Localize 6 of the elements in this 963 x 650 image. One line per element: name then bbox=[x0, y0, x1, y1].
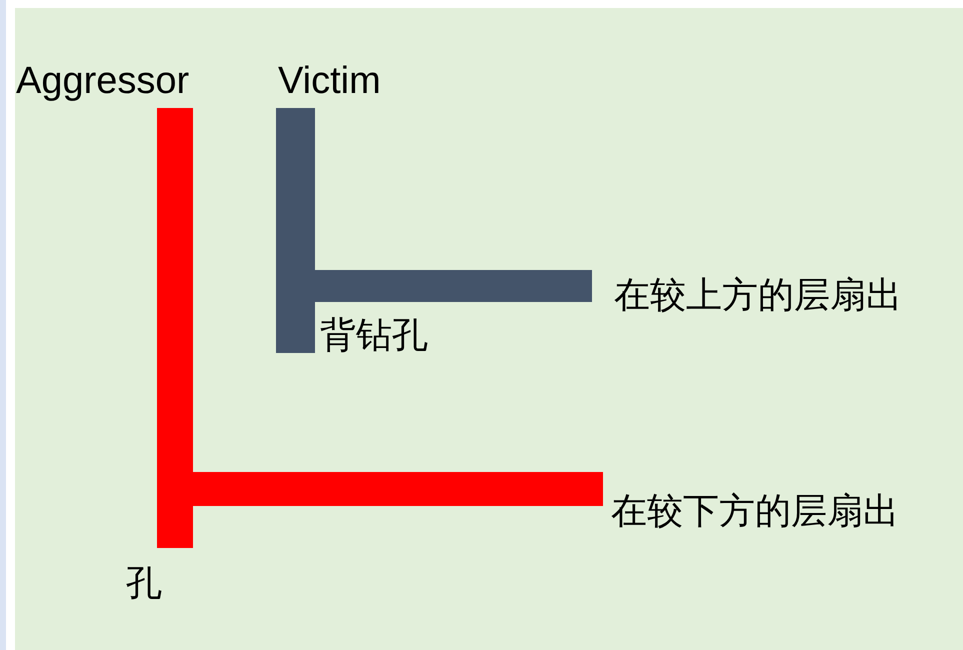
fanout-label: 在较上方的层扇出 bbox=[614, 278, 902, 314]
fanout-label: 在较下方的层扇出 bbox=[611, 494, 899, 530]
via-label: Victim bbox=[278, 62, 381, 100]
via-label: Aggressor bbox=[16, 62, 190, 100]
via-label: 背钻孔 bbox=[320, 318, 428, 354]
via-label: 孔 bbox=[126, 566, 162, 602]
